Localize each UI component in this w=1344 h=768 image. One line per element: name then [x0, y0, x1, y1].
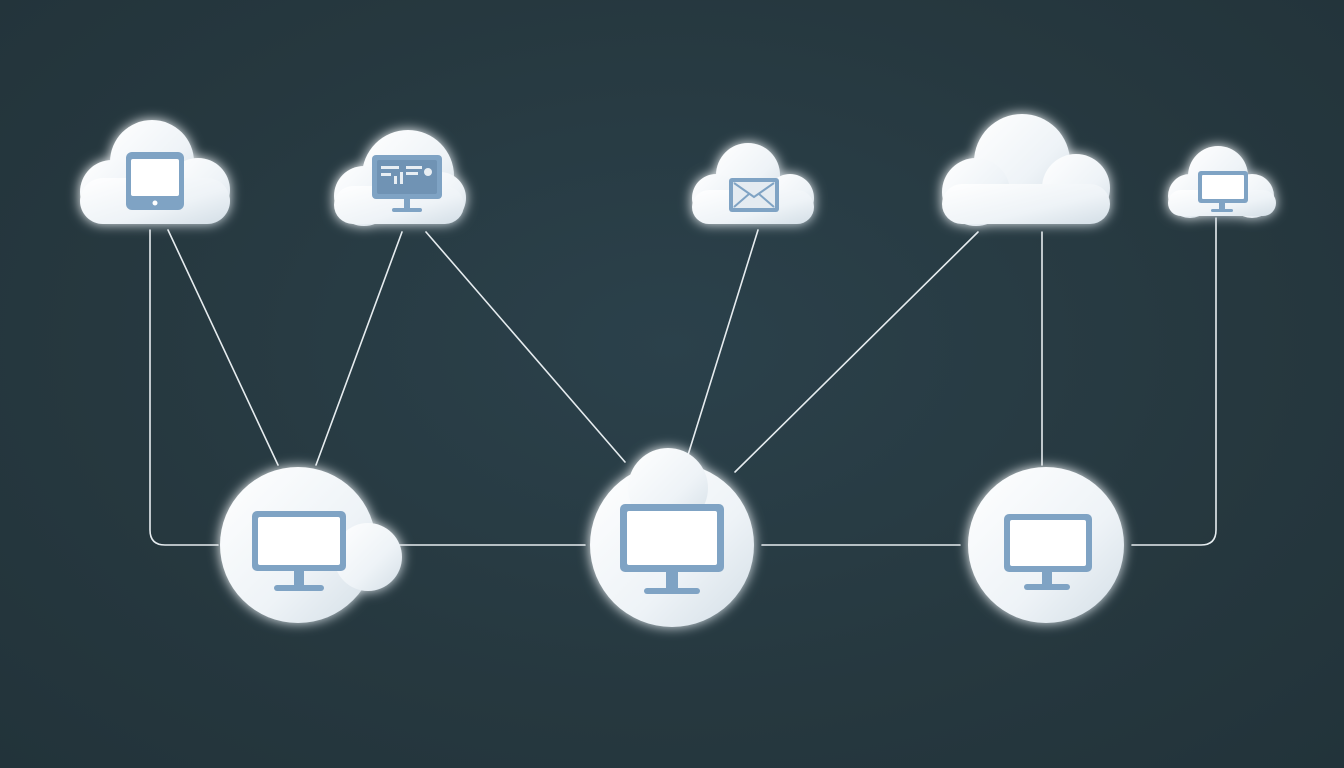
link-cloud5-hubright-elbow: [1131, 217, 1217, 546]
link-cloud2-hubcenter: [425, 231, 626, 463]
dashboard-monitor-icon: [372, 155, 442, 212]
monitor-icon: [1004, 514, 1092, 590]
link-cloud1-hubleft: [167, 229, 279, 466]
envelope-icon: [729, 178, 779, 212]
link-cloud2-hubleft: [315, 231, 403, 466]
cloud-icon: [942, 114, 1110, 226]
link-cloud4-hubcenter: [734, 231, 979, 473]
tablet-icon: [126, 152, 184, 210]
monitor-icon: [252, 511, 346, 591]
monitor-icon: [1198, 171, 1248, 212]
cloud-node-1: [80, 120, 230, 224]
monitor-icon: [620, 504, 724, 594]
cloud-node-2: [334, 130, 466, 226]
cloud-node-5: [1168, 146, 1276, 218]
connections: [149, 217, 1217, 546]
hub-node-right: [968, 467, 1124, 623]
cloud-node-4: [942, 114, 1110, 226]
hub-node-left: [220, 467, 402, 623]
link-cloud3-hubcenter: [687, 229, 759, 456]
hub-node-center: [590, 448, 754, 627]
cloud-node-3: [692, 143, 814, 224]
link-cloud1-hubleft-elbow: [149, 229, 219, 546]
